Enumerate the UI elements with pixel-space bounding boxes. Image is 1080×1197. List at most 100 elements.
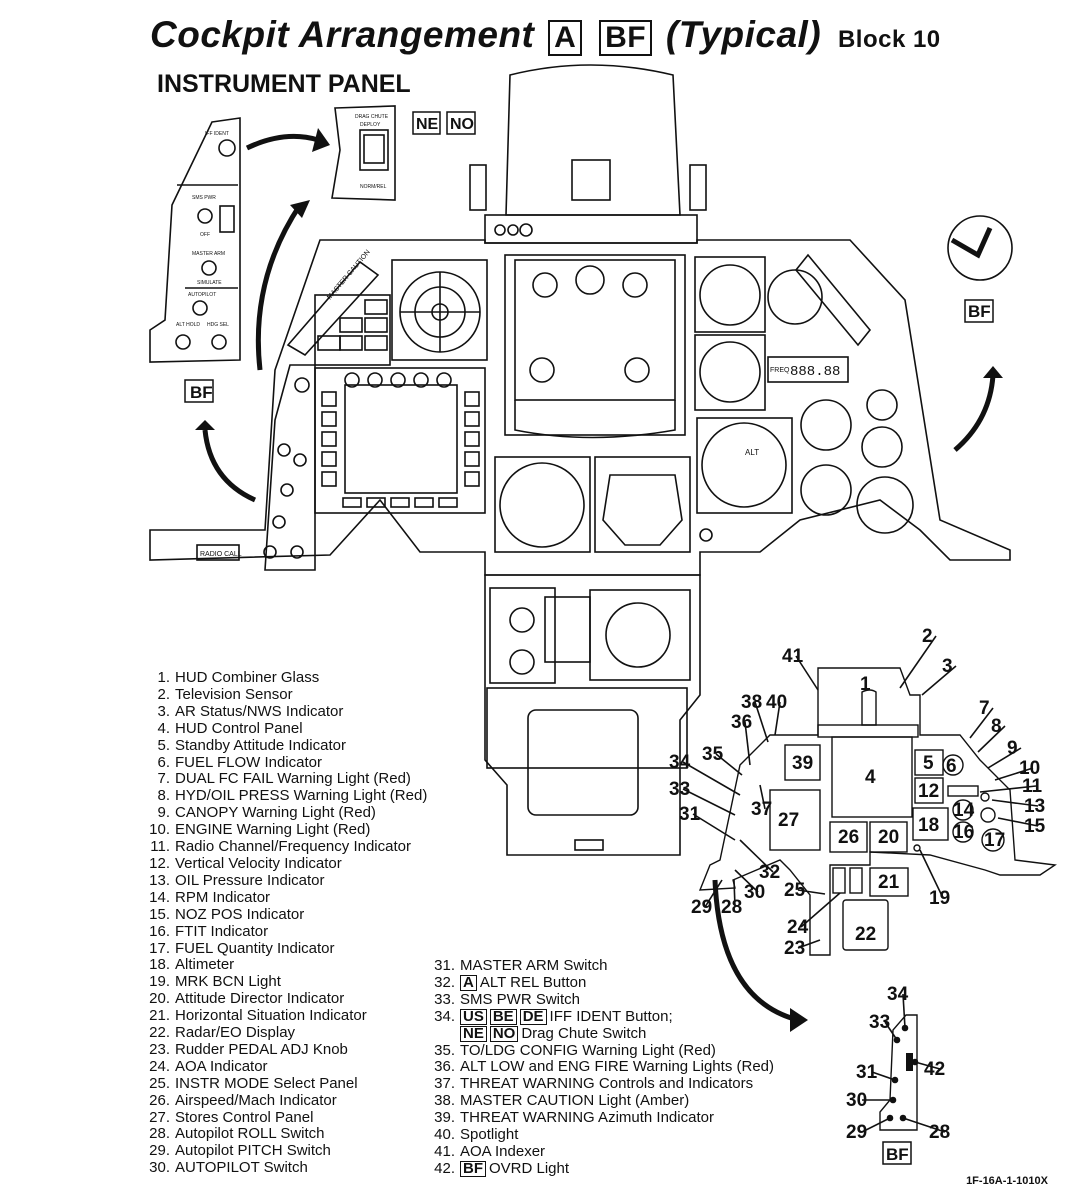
- instrument-panel-outline: [149, 239, 1011, 576]
- right-instruments: FREQ 888.88 ALT: [694, 253, 914, 542]
- legend-number: 5.: [157, 736, 170, 754]
- callout-41: 41: [782, 646, 804, 667]
- legend-item: 19. MRK BCN Light: [140, 973, 427, 991]
- legend-number: 42.: [434, 1159, 455, 1177]
- bf-callout-30: 30: [846, 1090, 867, 1111]
- legend-item: 3.AR Status/NWS Indicator: [140, 702, 427, 721]
- altimeter: [701, 422, 787, 508]
- legend-number: 19.: [149, 973, 170, 991]
- legend-number: 21.: [149, 1007, 170, 1025]
- legend-text: ENGINE Warning Light (Red): [175, 821, 371, 839]
- callout-leader: [733, 879, 736, 908]
- callout-3: 3: [942, 656, 953, 677]
- legend-item: 16.FTIT Indicator: [140, 923, 427, 941]
- callout-24: 24: [787, 917, 809, 938]
- legend-item: 33.SMS PWR Switch: [425, 991, 774, 1009]
- legend-text: Horizontal Situation Indicator: [175, 1007, 367, 1025]
- radio-frequency-indicator: [767, 356, 849, 383]
- bf-key-inset: BF: [879, 1014, 918, 1165]
- roll-switch: [211, 334, 227, 350]
- legend-item: 35.TO/LDG CONFIG Warning Light (Red): [425, 1042, 774, 1060]
- legend-number: 14.: [149, 888, 170, 906]
- callout-15: 15: [1024, 816, 1046, 837]
- legend-text: OVRD Light: [489, 1159, 570, 1177]
- legend-item: 38.MASTER CAUTION Light (Amber): [425, 1092, 774, 1110]
- legend-number: 28.: [149, 1125, 170, 1143]
- legend-text: IFF IDENT Button;: [549, 1007, 673, 1025]
- bf-callout-42: 42: [924, 1059, 945, 1080]
- legend-number: 4.: [157, 719, 170, 737]
- legend-item: 9.CANOPY Warning Light (Red): [140, 804, 427, 822]
- key-diagram: 4 39 27 26 20 5 12 18 21 22 6 14 16 17: [698, 667, 1057, 956]
- bf-inset-tag: BF: [190, 383, 213, 402]
- legend-item: 41.AOA Indexer: [425, 1143, 774, 1161]
- variant-tag: US: [460, 1008, 487, 1025]
- legend-text: AOA Indicator: [175, 1057, 268, 1075]
- legend-item: 2.Television Sensor: [140, 686, 427, 704]
- callout-dot: [899, 1114, 907, 1122]
- fuel-flow-indicator: [767, 269, 823, 325]
- legend-number: 10.: [149, 821, 170, 839]
- television-sensor: [571, 159, 611, 201]
- legend-text: Drag Chute Switch: [521, 1024, 647, 1042]
- legend-number: 26.: [149, 1091, 170, 1109]
- callout-leader: [739, 839, 774, 873]
- legend-text: Vertical Velocity Indicator: [175, 854, 342, 872]
- callout-23: 23: [784, 938, 805, 959]
- variant-tag: DE: [519, 1008, 547, 1025]
- callout-leader: [715, 753, 743, 776]
- legend-number: 6.: [157, 753, 170, 771]
- svg-text:5: 5: [923, 753, 934, 774]
- legend-item: 11.Radio Channel/Frequency Indicator: [140, 838, 427, 856]
- bf-callout-28: 28: [929, 1122, 950, 1143]
- callout-13: 13: [1024, 796, 1045, 817]
- legend-text: THREAT WARNING Azimuth Indicator: [460, 1109, 714, 1127]
- legend-number: 3.: [157, 702, 170, 720]
- variant-tag: A: [460, 974, 477, 991]
- callout-leader: [979, 785, 1037, 793]
- alt-hold-label: ALT HOLD: [176, 322, 200, 328]
- autopilot-switch-main: [272, 515, 286, 529]
- legend-text: RPM Indicator: [175, 888, 271, 906]
- alt-rel-button: [293, 453, 307, 467]
- fuel-inset-tag: BF: [968, 302, 991, 321]
- legend-item: 15.NOZ POS Indicator: [140, 906, 427, 924]
- legend-text: MRK BCN Light: [175, 973, 281, 991]
- callout-leader: [871, 1071, 896, 1081]
- legend-item: 7.DUAL FC FAIL Warning Light (Red): [140, 770, 427, 788]
- callout-leader: [884, 1021, 898, 1041]
- legend-text: AUTOPILOT Switch: [175, 1159, 308, 1177]
- svg-text:12: 12: [918, 781, 939, 802]
- svg-text:18: 18: [918, 815, 939, 836]
- threat-warning-panel: [314, 294, 391, 366]
- legend-item: 37.THREAT WARNING Controls and Indicator…: [425, 1075, 774, 1093]
- iff-ident-button: [218, 139, 236, 157]
- callout-dot: [911, 1058, 919, 1066]
- legend-item: 1.HUD Combiner Glass: [140, 669, 427, 687]
- legend-number: 39.: [434, 1109, 455, 1127]
- svg-text:22: 22: [855, 924, 876, 945]
- arrow-up-right: [953, 374, 996, 452]
- figure-id: 1F-16A-1-1010X: [966, 1175, 1048, 1187]
- bf-callout-29: 29: [846, 1122, 867, 1143]
- roll-switch-main: [290, 545, 304, 559]
- legend-text: Radar/EO Display: [175, 1024, 296, 1042]
- legend-item: 28. Autopilot ROLL Switch: [140, 1126, 427, 1143]
- callout-leader: [921, 665, 957, 696]
- iff-ident-button-main: [294, 377, 310, 393]
- callout-31: 31: [679, 804, 701, 825]
- aoa-indicator: [544, 596, 591, 663]
- legend-number: 13.: [149, 871, 170, 889]
- autopilot-label: AUTOPILOT: [188, 292, 216, 298]
- callout-38: 38: [741, 692, 762, 713]
- legend-text: Autopilot ROLL Switch: [175, 1125, 325, 1143]
- callout-leader: [800, 892, 841, 928]
- deploy-label: DEPLOY: [360, 122, 381, 128]
- hud: [469, 64, 707, 244]
